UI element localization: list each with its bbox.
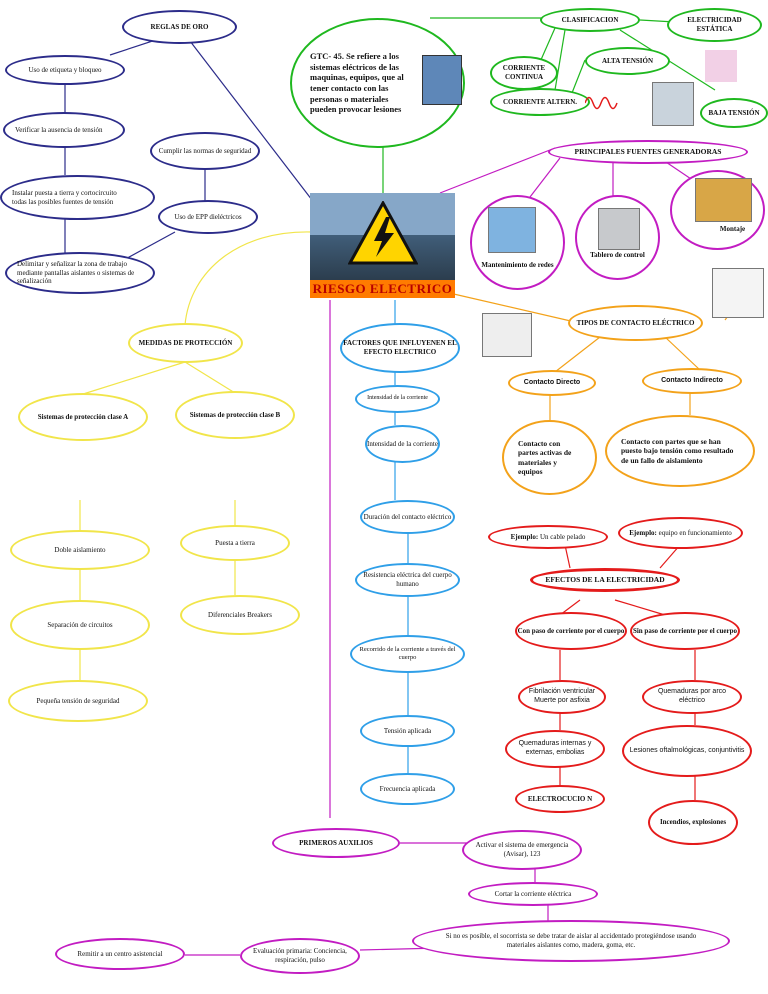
factor-1: Intensidad de la corriente [355, 385, 440, 413]
motor-image [422, 55, 462, 105]
clase-alterna: CORRIENTE ALTERN. [490, 88, 590, 116]
sin-item-1: Quemaduras por arco eléctrico [642, 680, 742, 714]
indirect-contact-image [712, 268, 764, 318]
medida-a-2: Separación de circuitos [10, 600, 150, 650]
factores-title: FACTORES QUE INFLUYENEN EL EFECTO ELECTR… [340, 323, 460, 373]
con-paso: Con paso de corriente por el cuerpo [515, 612, 627, 650]
con-item-2: Quemaduras internas y externas, embolias [505, 730, 605, 768]
fuentes-title: PRINCIPALES FUENTES GENERADORAS [548, 140, 748, 164]
definition-body: Se refiere a los sistemas eléctricos de … [310, 51, 404, 115]
regla-item-1: Uso de etiqueta y bloqueo [5, 55, 125, 85]
con-item-1: Fibrilación ventricular Muerte por asfix… [518, 680, 606, 714]
directo-desc: Contacto con partes activas de materiale… [502, 420, 597, 495]
factor-3: Duración del contacto eléctrico [360, 500, 455, 534]
medida-b-2: Diferenciales Breakers [180, 595, 300, 635]
sin-item-3: Incendios, explosiones [648, 800, 738, 845]
auxilio-2: Cortar la corriente eléctrica [468, 882, 598, 906]
central-title: RIESGO ELECTRICO [310, 280, 455, 298]
factor-7: Frecuencia aplicada [360, 773, 455, 805]
reglas-title: REGLAS DE ORO [122, 10, 237, 44]
efectos-title: EFECTOS DE LA ELECTRICIDAD [530, 568, 680, 592]
auxilio-3: Si no es posible, el socorrista se debe … [412, 920, 730, 962]
regla-item-2: Verificar la ausencia de tensión [3, 112, 125, 148]
person-image [705, 50, 737, 82]
maintenance-image [488, 207, 536, 253]
contact-image [482, 313, 532, 357]
auxilio-4: Evaluación primaria: Conciencia, respira… [240, 938, 360, 974]
contacto-directo: Contacto Directo [508, 370, 596, 396]
regla-item-6: Cumplir las normas de seguridad [150, 132, 260, 170]
medida-a-3: Pequeña tensión de seguridad [8, 680, 148, 722]
primeros-title: PRIMEROS AUXILIOS [272, 828, 400, 858]
clasificacion-title: CLASIFICACION [540, 8, 640, 32]
medida-b-1: Puesta a tierra [180, 525, 290, 561]
indirecto-desc: Contacto con partes que se han puesto ba… [605, 415, 755, 487]
ejemplo-2: Ejemplo: equipo en funcionamiento [618, 517, 743, 549]
clase-continua: CORRIENTE CONTINUA [490, 56, 558, 90]
clase-alta: ALTA TENSIÓN [585, 47, 670, 75]
con-item-3: ELECTROCUCIO N [515, 785, 605, 813]
sin-item-2: Lesiones oftalmológicas, conjuntivitis [622, 725, 752, 777]
ejemplo-1: Ejemplo: Un cable pelado [488, 525, 608, 549]
definition-code: GTC- 45. [310, 51, 344, 62]
clase-b: Sistemas de protección clase B [175, 391, 295, 439]
medidas-title: MEDIDAS DE PROTECCIÓN [128, 323, 243, 363]
ejemplo-2-text: Ejemplo: equipo en funcionamiento [629, 529, 731, 538]
factor-5: Recorrido de la corriente a través del c… [350, 635, 465, 673]
factor-4: Resistencia eléctrica del cuerpo humano [355, 563, 460, 597]
factor-6: Tensión aplicada [360, 715, 455, 747]
ejemplo-2-value: equipo en funcionamiento [658, 528, 732, 537]
sin-paso: Sin paso de corriente por el cuerpo [630, 612, 740, 650]
regla-item-5: Uso de EPP dieléctricos [158, 200, 258, 234]
regla-item-3: Instalar puesta a tierra y cortocircuito… [0, 175, 155, 220]
clase-baja: BAJA TENSIÓN [700, 98, 768, 128]
auxilio-5: Remitir a un centro asistencial [55, 938, 185, 970]
power-lines-image [652, 82, 694, 126]
ejemplo-1-text: Ejemplo: Un cable pelado [511, 533, 586, 542]
regla-item-4: Delimitar y señalizar la zona de trabajo… [5, 252, 155, 294]
tipos-title: TIPOS DE CONTACTO ELÉCTRICO [568, 305, 703, 341]
ejemplo-2-label: Ejemplo: [629, 528, 657, 537]
clase-estatica: ELECTRICIDAD ESTÁTICA [667, 8, 762, 42]
definition-text: GTC- 45. Se refiere a los sistemas eléct… [310, 51, 413, 115]
assembly-image [695, 178, 752, 222]
ejemplo-1-label: Ejemplo: [510, 532, 539, 541]
medida-a-1: Doble aislamiento [10, 530, 150, 570]
clase-a: Sistemas de protección clase A [18, 393, 148, 441]
factor-2: Intensidad de la corriente [365, 425, 440, 463]
ejemplo-1-value: Un cable pelado [539, 532, 586, 541]
auxilio-1: Activar el sistema de emergencia (Avisar… [462, 830, 582, 870]
control-panel-image [598, 208, 640, 250]
contacto-indirecto: Contacto Indirecto [642, 368, 742, 394]
warning-icon [348, 201, 418, 265]
sine-wave-icon [585, 96, 618, 110]
